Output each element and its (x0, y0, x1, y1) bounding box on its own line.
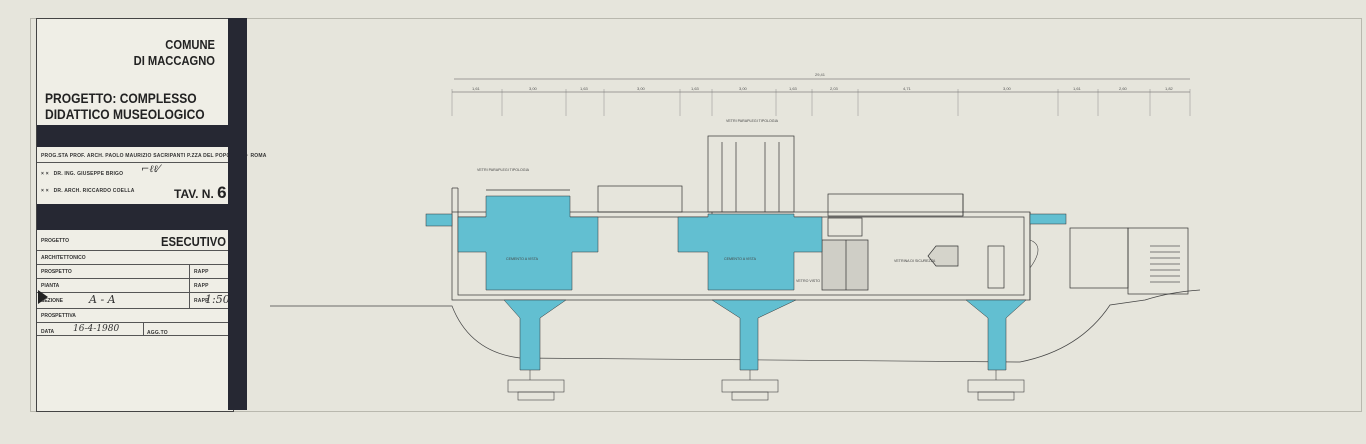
sheet-border (30, 18, 1362, 412)
label-vetro: VETRO VISTO (796, 279, 820, 283)
agg-label: AGG.TO (147, 330, 168, 336)
dark-strip-middle (37, 204, 247, 230)
scale-value: 1:50 (205, 293, 230, 306)
ground-profile (270, 289, 1201, 363)
row-prospettiva: PROSPETTIVA (41, 313, 76, 319)
dark-strip-top (37, 125, 247, 147)
municipality-title: COMUNE DI MACCAGNO (133, 37, 215, 68)
date-value: 16-4-1980 (73, 324, 120, 334)
dimension-label: 1,63 (789, 86, 798, 91)
dimension-label: 4,71 (903, 86, 912, 91)
dimension-label: 1,61 (1073, 86, 1082, 91)
dimension-chain: 1,61 3,00 1,63 3,00 1,63 3,00 1,63 2,03 4,71 3,00… (451, 86, 1191, 116)
rapp-label-1: RAPP (194, 269, 209, 275)
row-architettonico: ARCHITETTONICO (41, 255, 86, 261)
studio-line: PROG.STA PROF. ARCH. PAOLO MAURIZIO SACR… (41, 153, 267, 159)
engineer-line: × × DR. ING. GIUSEPPE BRIGO (41, 171, 124, 177)
footings (507, 370, 1025, 401)
label-vetri-left: VETRI PARAPLEGI TIPOLOGIA (477, 168, 530, 172)
label-cemento-1: CEMENTO A VISTA (506, 257, 539, 261)
building-section (451, 135, 1189, 301)
dimension-label: 3,00 (739, 86, 748, 91)
row-sezione: SEZIONE (41, 298, 63, 304)
dimension-label: 3,00 (1003, 86, 1012, 91)
signature-mark: ⌐ℓℓ⁄ (141, 164, 160, 175)
section-value: A - A (89, 293, 116, 306)
selected-row-arrow-icon (38, 290, 48, 304)
progetto-label: PROGETTO (41, 238, 69, 244)
exposed-concrete-areas (425, 195, 1067, 371)
progetto-value: ESECUTIVO (161, 235, 227, 249)
total-dimension: 29,41 (815, 72, 826, 77)
dimension-label: 2,03 (830, 86, 839, 91)
label-vetri-top: VETRI PARAPLEGI TIPOLOGIA (726, 119, 779, 123)
dimension-label: 1,61 (472, 86, 481, 91)
sheet-number: TAV. N. 6 (174, 183, 227, 202)
data-label: DATA (41, 329, 55, 335)
dimension-label: 1,63 (580, 86, 589, 91)
project-title: PROGETTO: COMPLESSO DIDATTICO MUSEOLOGIC… (45, 90, 205, 122)
architect-line: × × DR. ARCH. RICCARDO COELLA (41, 188, 135, 194)
row-prospetto: PROSPETTO (41, 269, 72, 275)
rapp-label-3: RAPP (194, 298, 209, 304)
label-cemento-2: CEMENTO A VISTA (724, 257, 757, 261)
dimension-label: 3,00 (637, 86, 646, 91)
dimension-label: 1,82 (1165, 86, 1174, 91)
dimension-label: 1,63 (691, 86, 700, 91)
label-vetrina: VETRINA DI SICUREZZA (894, 259, 936, 263)
dimension-label: 2,60 (1119, 86, 1128, 91)
dimension-label: 3,00 (529, 86, 538, 91)
title-block: COMUNE DI MACCAGNO PROGETTO: COMPLESSO D… (36, 18, 266, 412)
rapp-label-2: RAPP (194, 283, 209, 289)
title-block-side-bar (228, 18, 247, 410)
row-pianta: PIANTA (41, 283, 60, 289)
